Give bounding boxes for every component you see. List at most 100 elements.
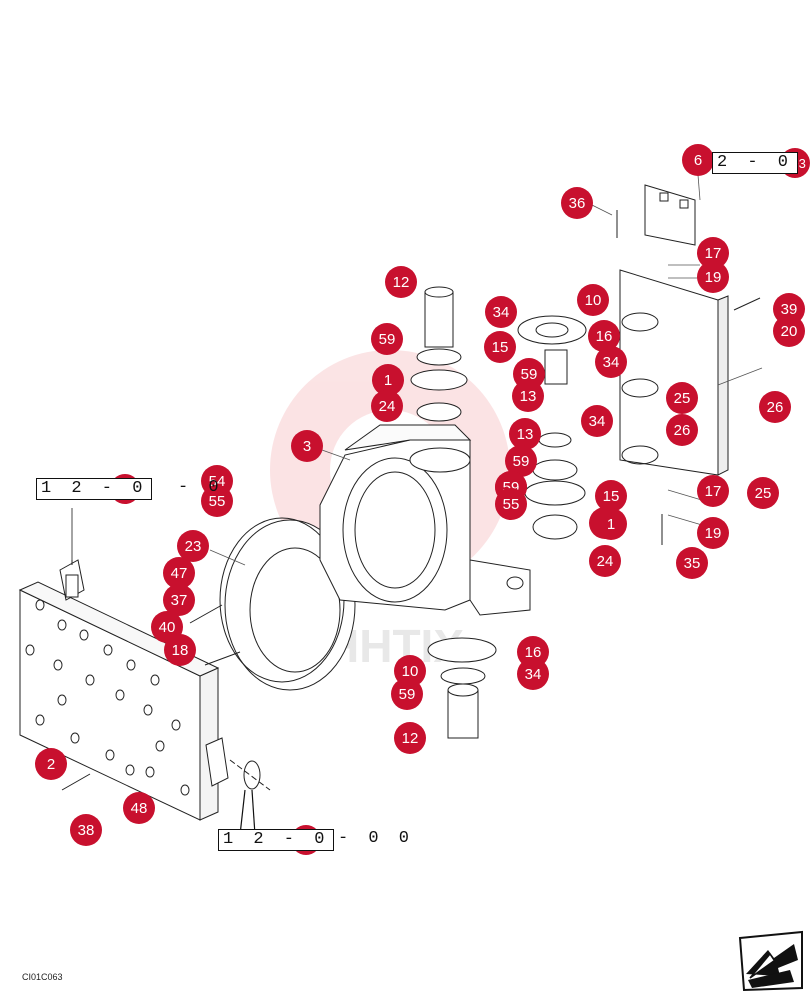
callout-label: 36 (569, 195, 586, 212)
callout-19: 19 (697, 517, 729, 549)
callout-label: 15 (603, 488, 620, 505)
callout-label: 12 (393, 274, 410, 291)
callout-label: 1 (607, 516, 615, 533)
callout-label: 38 (78, 822, 95, 839)
callout-label: 13 (517, 426, 534, 443)
callout-39: 39 (773, 293, 805, 325)
callout-15: 15 (595, 480, 627, 512)
callout-label: 59 (399, 686, 416, 703)
callout-1: 1 (372, 364, 404, 396)
callout-17: 17 (697, 475, 729, 507)
plate-clip-side (205, 737, 271, 791)
callout-label: 10 (585, 292, 602, 309)
callout-24: 24 (371, 390, 403, 422)
callout-34: 34 (595, 346, 627, 378)
callout-16: 16 (517, 636, 549, 668)
callout-12: 12 (394, 722, 426, 754)
callout-13: 13 (509, 418, 541, 450)
callout-34: 34 (517, 658, 549, 690)
callout-label: 1 (384, 372, 392, 389)
ref-arrows (239, 789, 256, 836)
callout-label: 24 (597, 553, 614, 570)
callout-label: 37 (171, 592, 188, 609)
callout-label: 34 (525, 666, 542, 683)
ref-box-top-label: 2 - 0 (717, 153, 794, 172)
callout-48: 48 (123, 792, 155, 824)
callout-label: 23 (185, 538, 202, 555)
callout-label: 34 (603, 354, 620, 371)
callout-label: 6 (694, 152, 702, 169)
ref-box-bottom-label: 1 2 - 0 (223, 830, 330, 849)
callout-2: 2 (35, 748, 67, 780)
ref-box-bottom: 1 2 - 0 (218, 829, 335, 851)
callout-label: 48 (131, 800, 148, 817)
ref-box-left-label: 1 2 - 0 (41, 479, 148, 498)
callout-55: 55 (495, 488, 527, 520)
callout-59: 59 (371, 323, 403, 355)
callout-label: 17 (705, 483, 722, 500)
callout-26: 26 (666, 414, 698, 446)
callout-label: 26 (767, 399, 784, 416)
callout-34: 34 (581, 405, 613, 437)
callout-20: 20 (773, 315, 805, 347)
callout-17: 17 (697, 237, 729, 269)
plate-holes (25, 599, 190, 796)
callout-3: 3 (291, 430, 323, 462)
callout-label: 18 (172, 642, 189, 659)
callout-18: 18 (164, 634, 196, 666)
callout-label: 25 (674, 390, 691, 407)
page-next-arrow-icon[interactable] (738, 930, 804, 992)
callout-38: 38 (70, 814, 102, 846)
callout-label: 3 (303, 438, 311, 455)
callout-25: 25 (747, 477, 779, 509)
drawing-code: CI01C063 (22, 972, 63, 982)
callout-25: 25 (666, 382, 698, 414)
callout-label: 26 (674, 422, 691, 439)
callout-10: 10 (577, 284, 609, 316)
callout-36: 36 (561, 187, 593, 219)
callout-37: 37 (163, 584, 195, 616)
callout-label: 55 (503, 496, 520, 513)
callout-1: 1 (595, 508, 627, 540)
callout-label: 59 (521, 366, 538, 383)
callout-label: 20 (781, 323, 798, 340)
callout-15: 15 (484, 331, 516, 363)
callout-label: 25 (755, 485, 772, 502)
callout-6: 6 (682, 144, 714, 176)
callout-layer: 6361719392012341016591534159131242526133… (35, 144, 810, 855)
callout-47: 47 (163, 557, 195, 589)
callout-label: 10 (402, 663, 419, 680)
callout-label: 39 (781, 301, 798, 318)
callout-label: 40 (159, 619, 176, 636)
callout-16: 16 (588, 320, 620, 352)
callout-label: 2 (47, 756, 55, 773)
callout-34: 34 (485, 296, 517, 328)
callout-label: 19 (705, 269, 722, 286)
ref-tail-left: - 0 (178, 478, 224, 498)
callout-24: 24 (589, 545, 621, 577)
callout-13: 13 (512, 380, 544, 412)
swing-housing (319, 424, 531, 616)
callout-label: 55 (209, 493, 226, 510)
ref-box-top: 2 - 0 (712, 152, 799, 174)
callout-59: 59 (391, 678, 423, 710)
callout-label: 34 (493, 304, 510, 321)
callout-26: 26 (759, 391, 791, 423)
callout-label: 59 (379, 331, 396, 348)
ref-tail-left-text: - 0 (178, 478, 224, 497)
ref-tail-bottom: - 0 0 (338, 829, 414, 849)
pin-bottom (427, 637, 497, 739)
mounting-plate (18, 581, 220, 821)
bolts (61, 210, 761, 791)
ref-box-left: 1 2 - 0 (36, 478, 153, 500)
callout-label: 35 (684, 555, 701, 572)
callout-label: 34 (589, 413, 606, 430)
callout-55: 55 (201, 485, 233, 517)
pin-top (410, 286, 468, 422)
callout-label: 12 (402, 730, 419, 747)
callout-35: 35 (676, 547, 708, 579)
callout-label: 19 (705, 525, 722, 542)
callout-label: 24 (379, 398, 396, 415)
bearing-stack-right (517, 315, 587, 540)
